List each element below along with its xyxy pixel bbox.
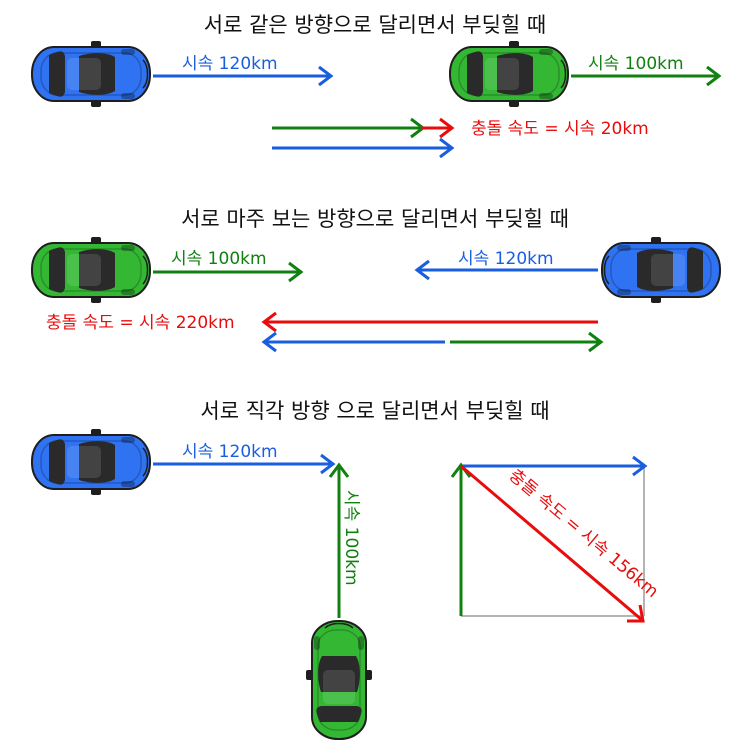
scenario2-collision-label: 충돌 속도 = 시속 220km bbox=[46, 313, 235, 333]
green-velocity-arrowhead bbox=[706, 65, 722, 87]
blue-car-icon bbox=[601, 236, 721, 304]
scenario-head-on: 서로 마주 보는 방향으로 달리면서 부딪힐 때 시속 100km 시속 120… bbox=[31, 207, 721, 353]
scenario-perpendicular: 서로 직각 방향 으로 달리면서 부딪힐 때 시속 120km 시속 100km… bbox=[31, 399, 662, 740]
vector-blue-arrowhead bbox=[632, 455, 648, 477]
blue-velocity-arrowhead bbox=[318, 65, 334, 87]
blue-car-icon bbox=[31, 40, 151, 108]
scenario-same-direction: 서로 같은 방향으로 달리면서 부딪힐 때 시속 120km 시속 100km … bbox=[31, 13, 722, 159]
vector-red-arrowhead bbox=[627, 604, 645, 623]
green-car-icon bbox=[449, 40, 569, 108]
scenario3-collision-label: 충돌 속도 = 시속 156km bbox=[505, 466, 662, 603]
scenario3-title: 서로 직각 방향 으로 달리면서 부딪힐 때 bbox=[200, 399, 549, 423]
scenario1-green-speed-label: 시속 100km bbox=[588, 54, 684, 74]
relative-blue-arrowhead bbox=[439, 137, 455, 159]
vector-red-arrow bbox=[460, 464, 643, 622]
scenario2-green-speed-label: 시속 100km bbox=[171, 249, 267, 269]
blue-car-icon bbox=[31, 428, 151, 496]
scenario2-blue-speed-label: 시속 120km bbox=[458, 249, 554, 269]
scenario1-collision-label: 충돌 속도 = 시속 20km bbox=[471, 119, 649, 139]
scenario2-title: 서로 마주 보는 방향으로 달리면서 부딪힐 때 bbox=[181, 207, 569, 231]
relative-green-arrowhead bbox=[588, 331, 604, 353]
scenario1-title: 서로 같은 방향으로 달리면서 부딪힐 때 bbox=[204, 13, 547, 37]
scenario1-blue-speed-label: 시속 120km bbox=[182, 54, 278, 74]
green-car-icon bbox=[305, 620, 373, 740]
green-velocity-arrowhead bbox=[288, 261, 304, 283]
scenario3-blue-speed-label: 시속 120km bbox=[182, 442, 278, 462]
relative-red-arrowhead bbox=[439, 117, 455, 139]
relative-blue-arrowhead bbox=[261, 331, 277, 353]
relative-red-arrowhead bbox=[261, 311, 277, 333]
blue-velocity-arrowhead bbox=[414, 259, 430, 281]
blue-velocity-arrowhead bbox=[320, 453, 336, 475]
scenario3-green-speed-label: 시속 100km bbox=[341, 490, 361, 586]
green-car-icon bbox=[31, 236, 151, 304]
green-velocity-arrowhead bbox=[328, 462, 350, 478]
